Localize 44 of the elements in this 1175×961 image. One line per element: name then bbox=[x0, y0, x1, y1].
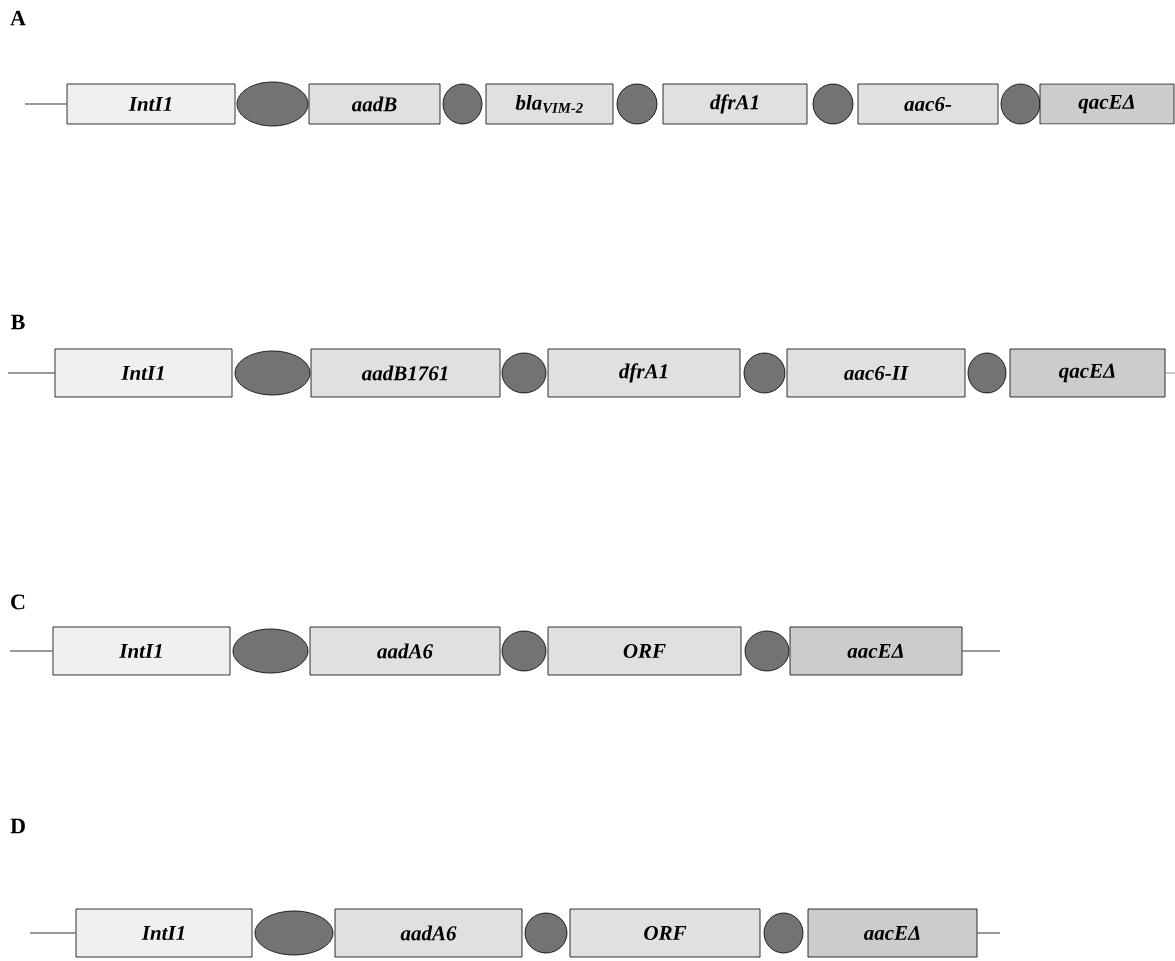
ellipse bbox=[442, 83, 483, 125]
gene-box: qacEΔ bbox=[1009, 348, 1166, 398]
gene-box: IntI1 bbox=[54, 348, 233, 398]
gene-box: aacEΔ bbox=[807, 908, 978, 958]
ellipse bbox=[743, 352, 786, 394]
panel-label: A bbox=[10, 10, 26, 26]
gene-box: aacEΔ bbox=[789, 626, 963, 676]
gene-box: bla$_{VIM-2}$ bbox=[485, 83, 614, 125]
gene-box: IntI1 bbox=[75, 908, 253, 958]
ellipse bbox=[501, 352, 547, 394]
gene-box: aac6-II bbox=[786, 348, 966, 398]
ellipse bbox=[763, 912, 804, 954]
ellipse bbox=[232, 628, 309, 674]
gene-box: aadB bbox=[308, 83, 441, 125]
ellipse bbox=[524, 912, 568, 954]
ellipse bbox=[812, 83, 854, 125]
line bbox=[962, 650, 1001, 652]
gene-box: aac6- bbox=[857, 83, 999, 125]
panel-label: D bbox=[10, 818, 25, 834]
ellipse bbox=[967, 352, 1007, 394]
line bbox=[977, 932, 1001, 934]
ellipse bbox=[254, 910, 334, 956]
panel-label: B bbox=[11, 314, 25, 330]
gene-box: ORF bbox=[569, 908, 761, 958]
gene-box: IntI1 bbox=[52, 626, 231, 676]
ellipse bbox=[744, 630, 790, 672]
ellipse bbox=[234, 350, 311, 396]
ellipse bbox=[1000, 83, 1041, 125]
gene-box: dfrA1 bbox=[547, 348, 741, 398]
ellipse bbox=[616, 83, 658, 125]
line bbox=[24, 103, 67, 105]
gene-box: ORF bbox=[547, 626, 742, 676]
gene-box: aadA6 bbox=[334, 908, 523, 958]
gene-box: IntI1 bbox=[66, 83, 236, 125]
ellipse bbox=[236, 81, 309, 127]
line bbox=[9, 650, 53, 652]
line bbox=[29, 932, 76, 934]
gene-box: aadB1761 bbox=[310, 348, 501, 398]
gene-box: qacEΔ bbox=[1039, 83, 1175, 125]
line bbox=[7, 372, 55, 374]
gene-box: dfrA1 bbox=[662, 83, 808, 125]
ellipse bbox=[501, 630, 547, 672]
gene-box: aadA6 bbox=[309, 626, 501, 676]
panel-label: C bbox=[11, 594, 25, 610]
